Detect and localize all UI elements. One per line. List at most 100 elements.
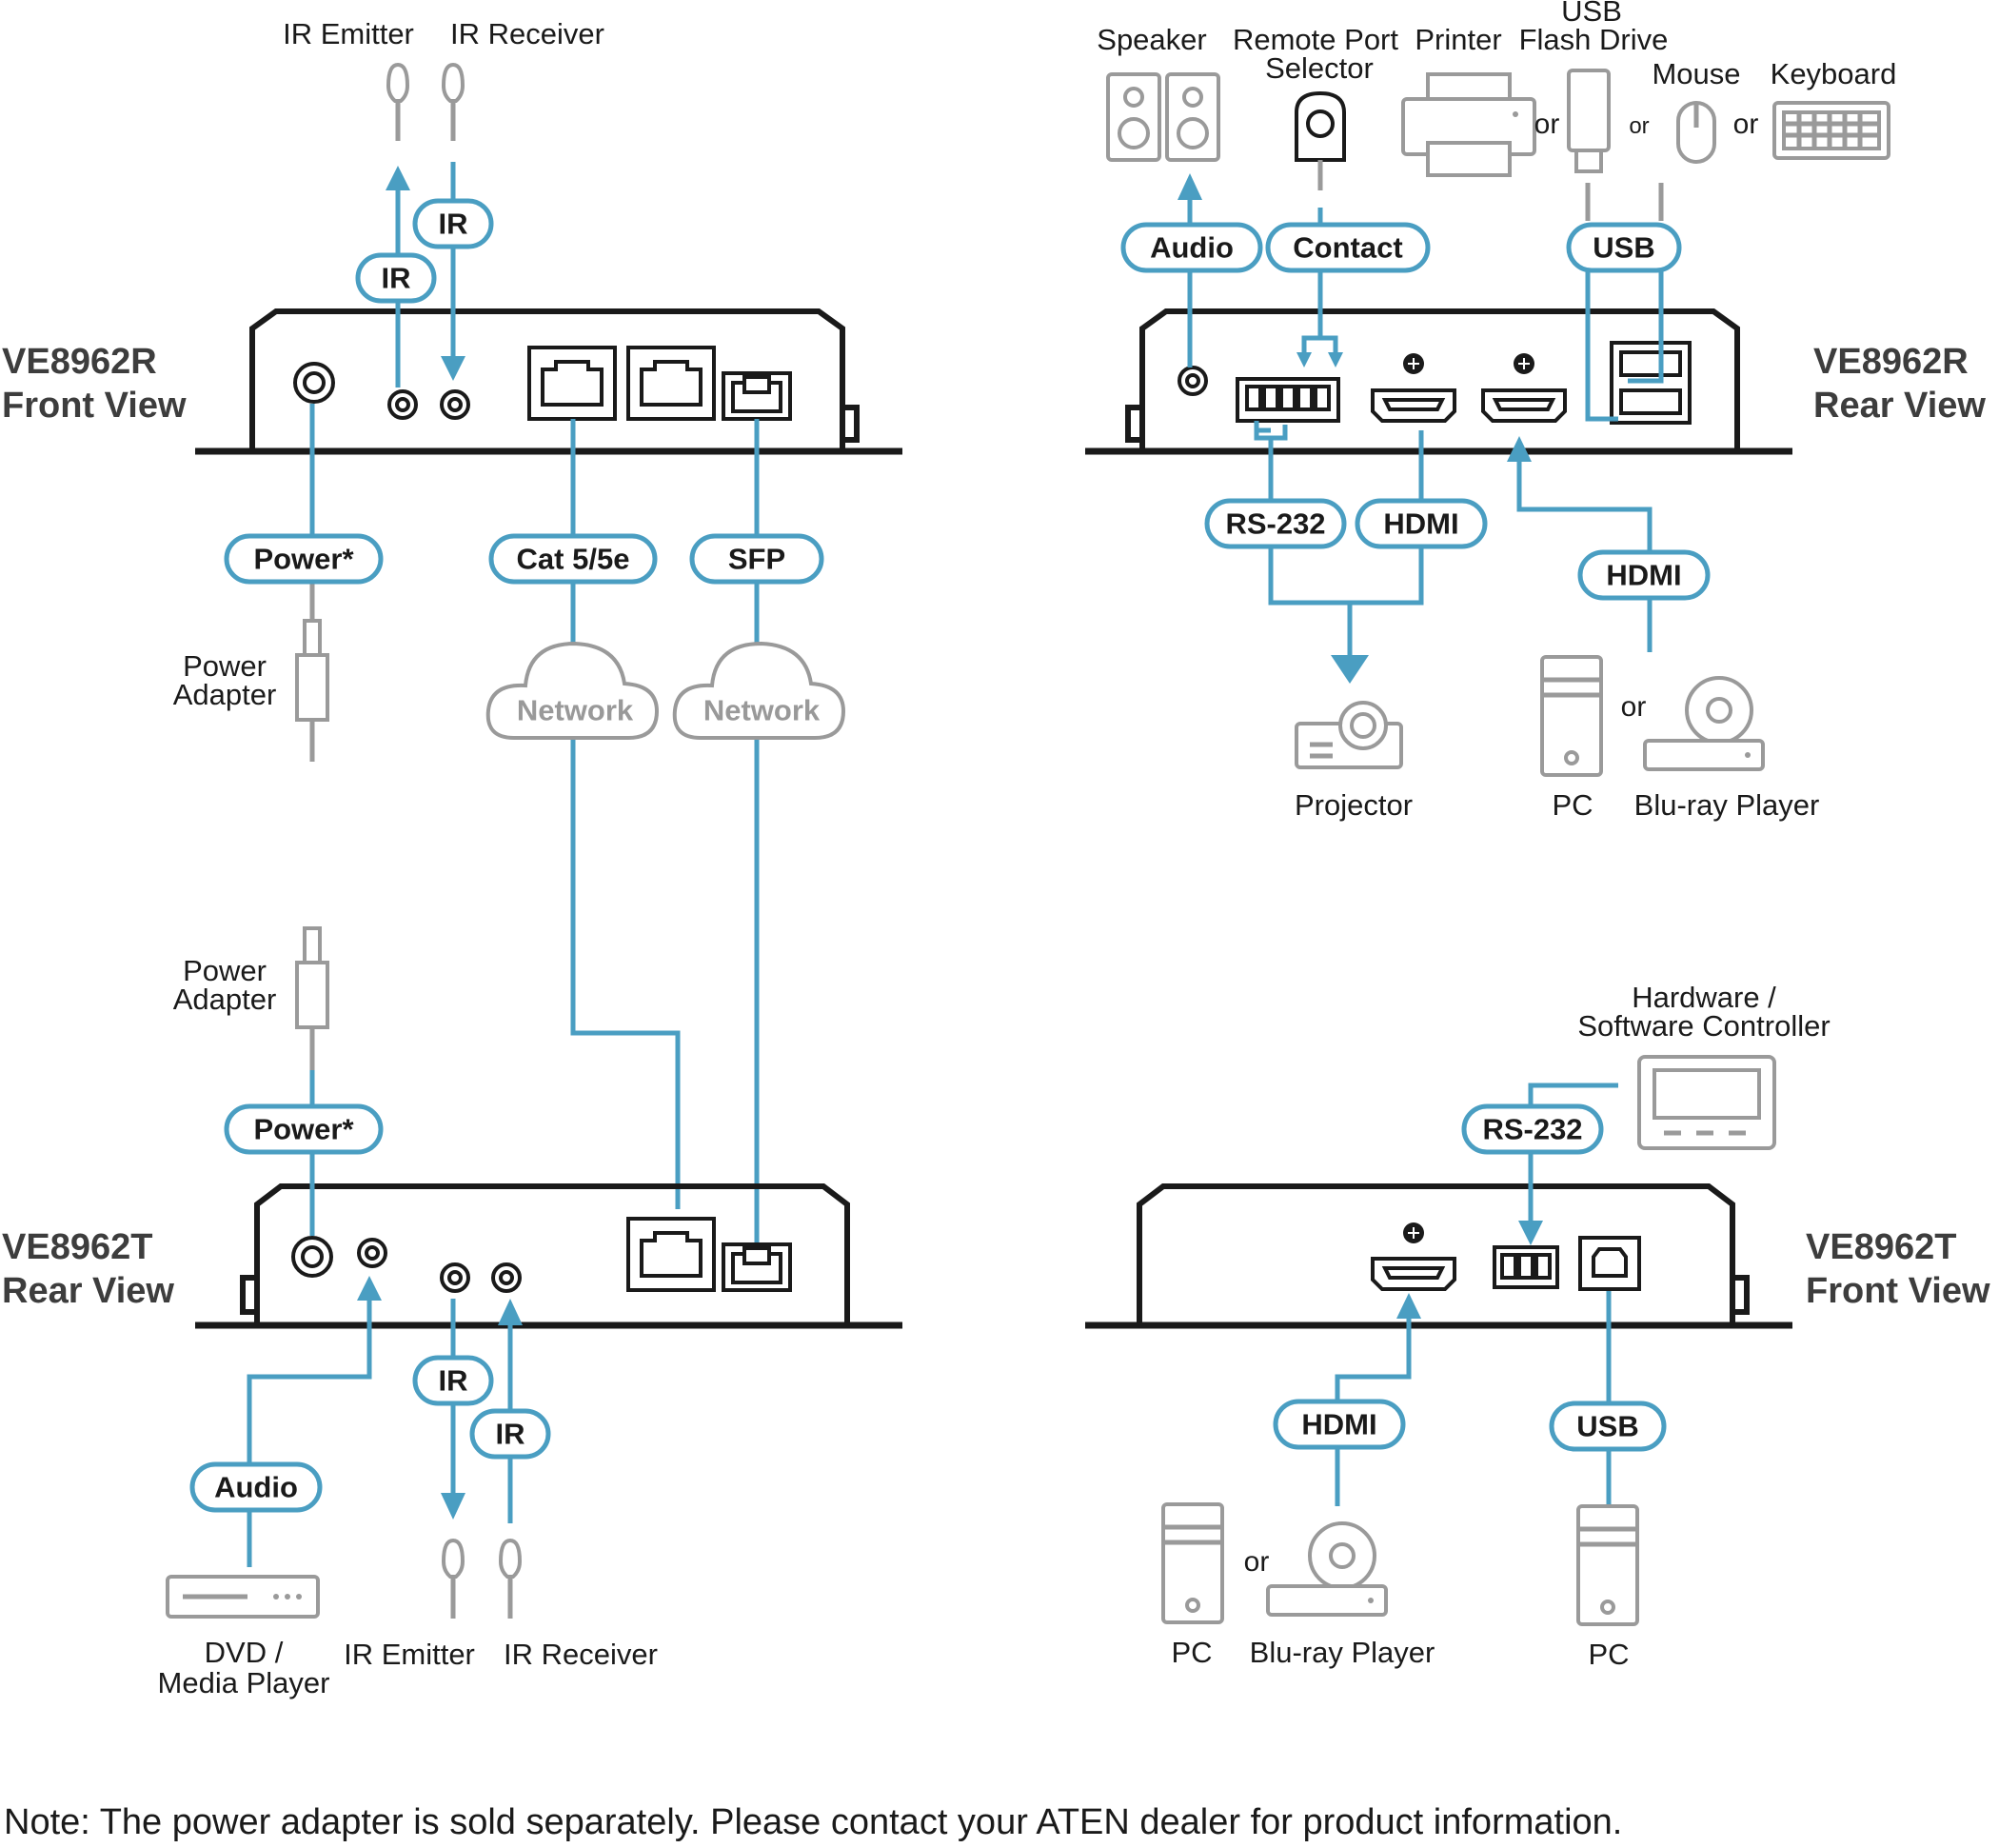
tx-front-view: Hardware / Software Controller RS-232 HD… [1085,981,1990,1671]
bluray-rx-icon [1643,676,1765,771]
remote-port-label-2: Selector [1265,51,1374,85]
pill-ir-a: IR [355,252,437,304]
mouse-label: Mouse [1652,57,1740,90]
ir-receiver-arrow [441,356,465,381]
pc-rx-label: PC [1552,788,1593,822]
printer-label: Printer [1415,23,1501,56]
tx-rear-title-1: VE8962T [2,1227,152,1267]
tx-front-title-1: VE8962T [1806,1227,1956,1267]
pc-tx-usb-icon [1576,1504,1639,1626]
svg-text:Audio: Audio [1150,231,1234,265]
or-tx-hdmi: or [1244,1546,1270,1578]
pill-cat: Cat 5/5e [488,533,658,585]
ir-emitter-bottom-icon [441,1538,465,1619]
usb-flash-label-2: Flash Drive [1519,23,1669,56]
ir-receiver-bottom-icon [498,1538,523,1619]
speaker-icon [1106,72,1220,162]
rx-rear-view: Speaker Audio Remote Port Selector Conta… [1085,0,1986,822]
rx-front-tab [842,405,860,443]
svg-text:SFP: SFP [728,543,785,576]
svg-text:HDMI: HDMI [1606,559,1681,592]
pill-hdmi-rx-in: HDMI [1577,549,1711,601]
rx-rear-chassis [1139,308,1740,449]
pill-ir-c: IR [412,1355,494,1406]
usb-flash-label-1: USB [1561,0,1622,28]
rx-sfp-port [722,371,792,421]
ir-emitter-bottom-label: IR Emitter [344,1638,475,1671]
bluray-tx-icon [1266,1521,1388,1617]
tx-rear-view: Power Adapter Power* Audio DVD / Media P… [2,926,902,1699]
svg-text:Power*: Power* [253,543,354,576]
keyboard-label: Keyboard [1771,57,1897,90]
ir-receiver-top-icon [441,62,465,141]
ir-receiver-top-label: IR Receiver [450,17,604,50]
remote-port-label-1: Remote Port [1233,23,1398,56]
svg-text:IR: IR [439,208,468,241]
svg-text:USB: USB [1576,1410,1638,1443]
svg-text:Cat 5/5e: Cat 5/5e [517,543,630,576]
or-mouse: or [1733,109,1759,140]
power-adapter-top-icon [295,619,329,762]
projector-icon [1295,701,1403,769]
bluray-tx-label: Blu-ray Player [1250,1636,1435,1669]
svg-text:Network: Network [703,694,821,727]
dvd-label-1: DVD / [205,1636,284,1669]
svg-text:Network: Network [517,694,634,727]
pc-tx-hdmi-icon [1161,1502,1224,1624]
svg-text:HDMI: HDMI [1301,1408,1376,1441]
controller-label-1: Hardware / [1632,981,1776,1014]
projector-arrow [1331,655,1369,684]
remote-port-selector-icon [1295,90,1346,190]
pill-rs232-tx: RS-232 [1461,1103,1604,1155]
pill-usb-tx: USB [1549,1401,1667,1452]
rx-rj45-port-2 [626,346,716,421]
pill-power-tx: Power* [224,1103,384,1155]
svg-text:IR: IR [496,1418,525,1451]
keyboard-icon [1772,101,1890,160]
pill-rs232-rx: RS-232 [1204,498,1347,549]
rx-front-title-1: VE8962R [2,342,157,382]
pill-power-rx: Power* [224,533,384,585]
or-rx-hdmi: or [1621,691,1647,723]
tx-front-title-2: Front View [1806,1271,1990,1311]
svg-text:RS-232: RS-232 [1225,507,1325,541]
rx-front-title-2: Front View [2,386,187,426]
pill-audio-rx: Audio [1120,222,1263,273]
ir-emitter-top-label: IR Emitter [283,17,414,50]
rx-hdmi-in-port [1481,353,1567,423]
pc-tx-usb-label: PC [1588,1638,1629,1671]
tx-front-tab [1732,1275,1750,1315]
mouse-icon [1676,101,1716,164]
svg-text:HDMI: HDMI [1383,507,1458,541]
svg-text:Audio: Audio [214,1471,298,1504]
rx-rs232-terminal [1236,377,1340,423]
pill-audio-tx: Audio [189,1461,323,1513]
svg-text:Power*: Power* [253,1113,354,1146]
dvd-label-2: Media Player [158,1666,330,1699]
svg-text:Contact: Contact [1293,231,1402,265]
or-printer: or [1534,109,1560,140]
pill-sfp: SFP [689,533,824,585]
tx-sfp-port [722,1242,792,1292]
tx-rj45-port [626,1217,716,1292]
network-cloud-1: Network [485,641,660,740]
tx-rear-tab [240,1275,257,1315]
dvd-player-icon [166,1575,320,1619]
tx-rear-title-2: Rear View [2,1271,174,1311]
svg-text:USB: USB [1593,231,1654,265]
ir-emitter-top-icon [386,62,410,141]
pill-hdmi-tx: HDMI [1273,1399,1406,1450]
svg-text:IR: IR [439,1364,468,1398]
controller-icon [1637,1055,1776,1150]
power-adapter-bottom-icon [295,926,329,1070]
rx-usb-ports [1610,341,1692,425]
network-cloud-2: Network [672,641,846,740]
rx-hdmi-out-port [1371,353,1456,423]
or-flash: or [1629,113,1649,139]
pill-contact: Contact [1265,222,1431,273]
printer-icon [1401,72,1536,177]
rx-rj45-port-1 [527,346,617,421]
pc-tx-hdmi-label: PC [1171,1636,1212,1669]
